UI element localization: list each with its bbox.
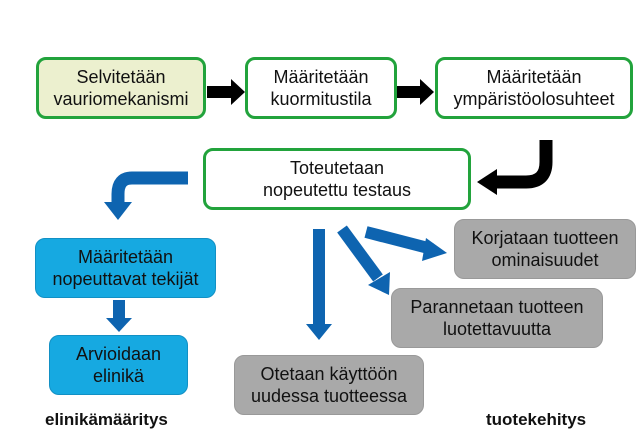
- step-line1: Määritetään: [486, 67, 582, 87]
- arrow-testing-to-adopt: [306, 229, 332, 340]
- section-label-product-development: tuotekehitys: [486, 410, 587, 429]
- step-line1: Toteutetaan: [289, 158, 385, 178]
- step-line1: Parannetaan tuotteen: [410, 297, 584, 317]
- step-line1: Arvioidaan: [75, 344, 162, 364]
- step-line2: nopeutettu testaus: [262, 180, 412, 200]
- arrow-factors-to-estimate: [106, 300, 132, 332]
- step-line1: Korjataan tuotteen: [471, 228, 619, 248]
- step-line2: luotettavuutta: [442, 319, 552, 339]
- arrow-testing-to-fix: [364, 226, 447, 261]
- arrow-step3-to-testing: [477, 140, 553, 195]
- arrow-step2-to-step3: [396, 79, 434, 105]
- step-line1: Selvitetään: [76, 67, 166, 87]
- arrow-step1-to-step2: [207, 79, 245, 105]
- step-line2: elinikä: [92, 366, 145, 386]
- step-line2: vauriomekanismi: [53, 89, 189, 109]
- arrow-testing-to-factors: [104, 171, 188, 220]
- step-line2: kuormitustila: [270, 89, 372, 109]
- step-line1: Määritetään: [273, 67, 369, 87]
- step-line2: uudessa tuotteessa: [250, 386, 408, 406]
- step-line2: nopeuttavat tekijät: [52, 269, 199, 289]
- section-label-lifetime: elinikämääritys: [45, 410, 168, 429]
- step-line2: ympäristöolosuhteet: [453, 89, 615, 109]
- step-line1: Määritetään: [77, 247, 174, 267]
- arrow-testing-to-improve: [337, 225, 390, 295]
- step-line2: ominaisuudet: [491, 250, 599, 270]
- step-line1: Otetaan käyttöön: [260, 364, 398, 384]
